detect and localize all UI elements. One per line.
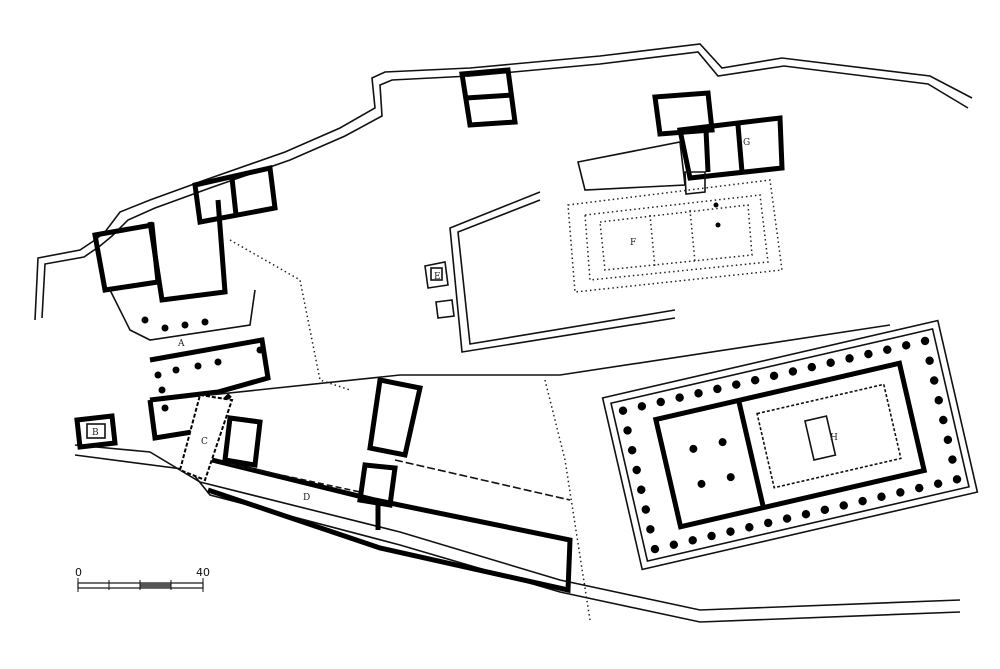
terrace-path	[544, 379, 591, 621]
column	[650, 544, 660, 554]
column	[948, 455, 957, 464]
column	[732, 380, 741, 389]
old-temple-of-athena	[567, 179, 783, 293]
label-a: A	[177, 339, 185, 349]
column	[669, 540, 679, 549]
column	[675, 393, 684, 402]
column	[637, 485, 646, 494]
column	[623, 426, 632, 435]
column	[627, 446, 637, 455]
terrace-wall-inner	[457, 199, 676, 345]
column	[641, 505, 651, 514]
propylaia	[92, 164, 278, 441]
column	[901, 341, 911, 350]
column	[933, 479, 943, 488]
column	[707, 531, 716, 541]
column	[801, 509, 811, 519]
column	[726, 527, 735, 536]
column	[618, 406, 628, 415]
stoa-of-artemis-brauronia	[207, 377, 573, 594]
column	[864, 349, 873, 359]
column	[929, 376, 939, 385]
label-f: F	[630, 238, 636, 248]
column	[934, 396, 943, 405]
label-b: B	[92, 428, 99, 438]
column	[943, 435, 953, 444]
altar-precinct-e	[424, 261, 455, 319]
sacred-way	[229, 239, 351, 391]
column	[782, 514, 792, 523]
terrace-wall	[449, 191, 676, 353]
column	[637, 402, 647, 411]
column	[750, 375, 760, 385]
column	[632, 465, 641, 475]
column	[915, 483, 924, 493]
temple-of-athena-nike	[74, 413, 118, 450]
column	[820, 505, 830, 515]
column	[713, 384, 722, 394]
column	[826, 358, 835, 367]
scale-end: 40	[196, 566, 210, 579]
column	[769, 371, 779, 381]
column	[764, 518, 773, 528]
column	[939, 415, 948, 425]
column	[952, 475, 962, 484]
scale-bar: 0 40	[75, 566, 210, 592]
label-g: G	[743, 138, 750, 148]
column	[877, 492, 886, 501]
column	[656, 397, 665, 407]
column	[896, 488, 905, 497]
column	[920, 336, 930, 346]
fortification-wall-north	[34, 43, 973, 321]
column	[788, 367, 798, 376]
scale-start: 0	[75, 566, 82, 579]
label-d: D	[303, 493, 310, 503]
column	[845, 354, 854, 363]
column	[745, 523, 754, 532]
pyrgos-bastion	[178, 393, 234, 482]
column	[925, 356, 934, 365]
erechtheion	[577, 90, 785, 195]
column	[883, 345, 892, 354]
parthenon	[601, 319, 979, 571]
northwest-building	[459, 67, 518, 128]
column	[694, 389, 703, 398]
column	[688, 536, 697, 545]
label-h: H	[830, 433, 838, 443]
column	[807, 362, 816, 372]
label-c: C	[201, 437, 208, 447]
parthenon-terrace-wall	[209, 324, 891, 396]
column	[839, 501, 848, 510]
column	[646, 525, 655, 534]
column	[858, 496, 867, 506]
label-e: E	[434, 272, 441, 282]
